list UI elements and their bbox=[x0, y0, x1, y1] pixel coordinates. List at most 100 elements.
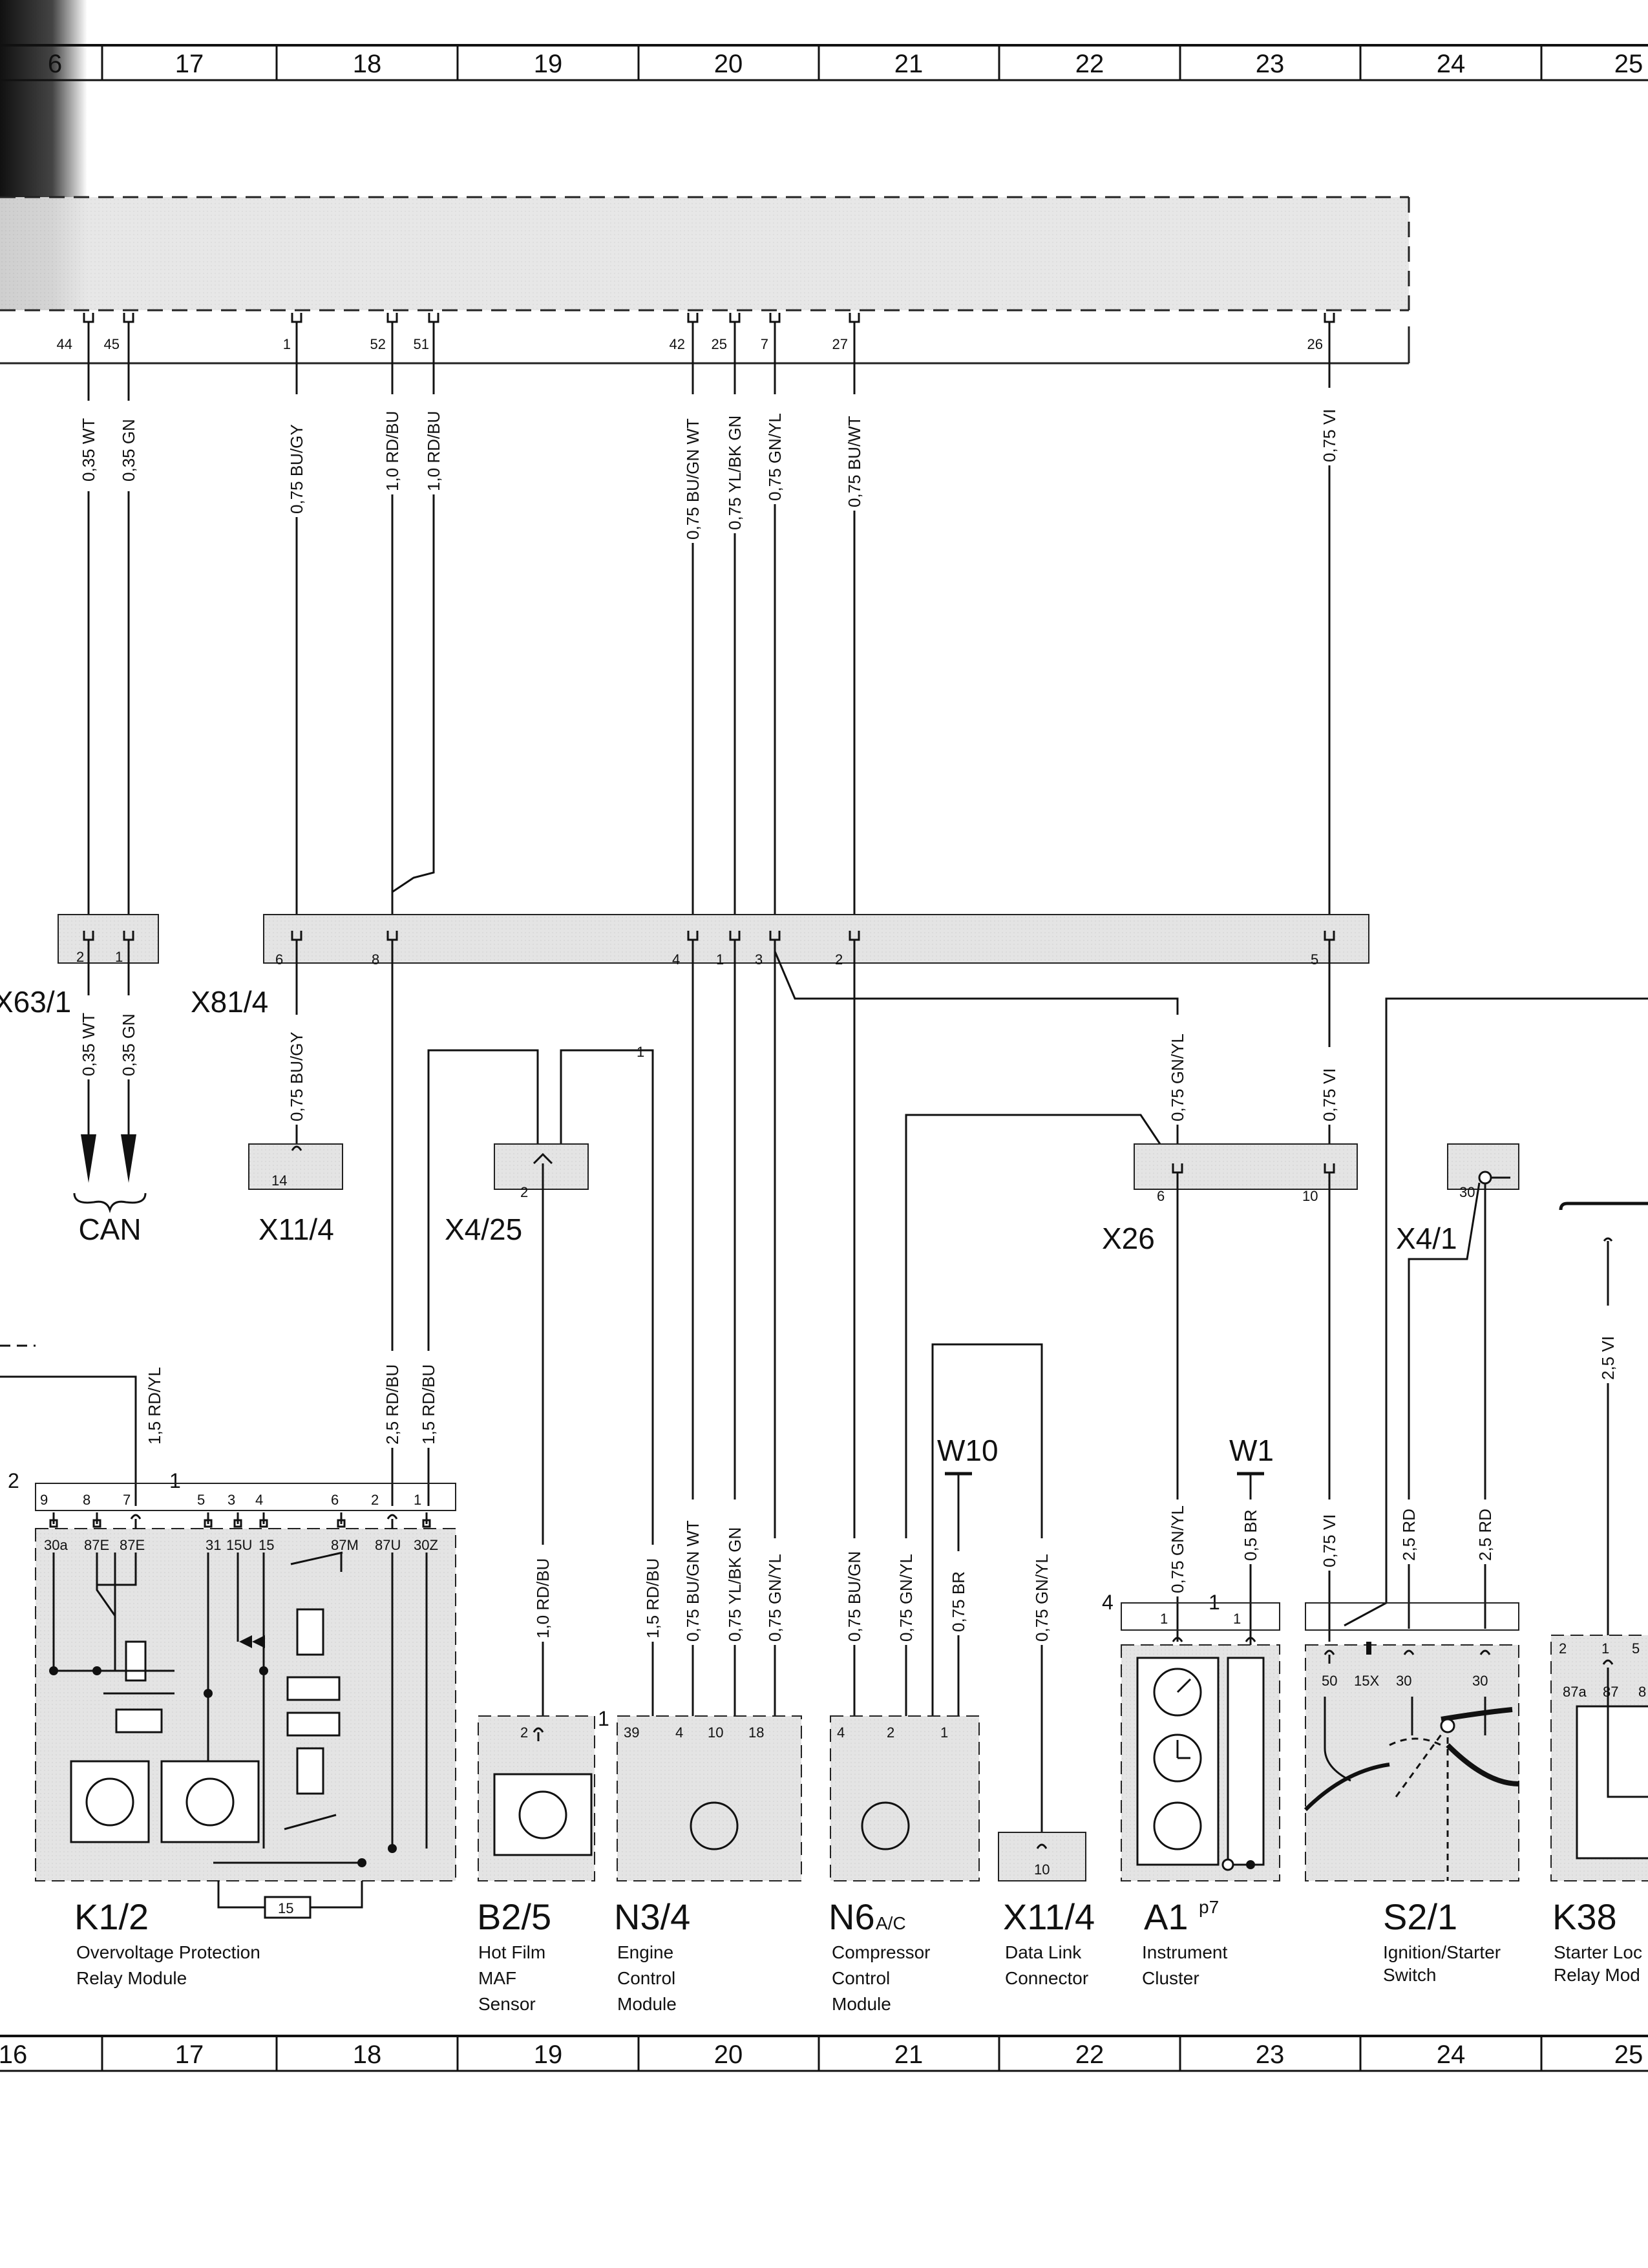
pin-label: 44 bbox=[57, 336, 72, 352]
group-ref: 1 bbox=[637, 1044, 644, 1060]
pin-label: 18 bbox=[748, 1724, 764, 1741]
terminal-label: 30 bbox=[1396, 1673, 1411, 1689]
connector-x26: 6 10 X26 bbox=[905, 1114, 1358, 1642]
component-desc-line: Data Link bbox=[1005, 1942, 1082, 1962]
terminal-label: 15X bbox=[1354, 1673, 1379, 1689]
ground-w10: W10 bbox=[937, 1434, 998, 1476]
terminal-label: 31 bbox=[206, 1537, 221, 1553]
component-desc-line: Connector bbox=[1005, 1968, 1088, 1988]
pin-label: 3 bbox=[755, 951, 763, 968]
component-n3-4: 1 39 4 10 18 N3/4 Engine Control Module bbox=[598, 1707, 802, 2014]
can-label: CAN bbox=[78, 1213, 141, 1246]
wire-label: 0,75 GN/YL bbox=[1168, 1033, 1187, 1121]
wire-label: 0,75 BU/GN WT bbox=[683, 1520, 703, 1642]
component-desc-line: Ignition/Starter bbox=[1383, 1942, 1501, 1962]
wire-label: 0,75 BU/GN WT bbox=[683, 418, 703, 540]
pin-label: 5 bbox=[1311, 951, 1318, 968]
pin-label: 5 bbox=[197, 1492, 205, 1508]
component-k38: 2 1 5 87a 87 8 K38 Starter Loc Relay Mod bbox=[1550, 1635, 1648, 1985]
grid-num-top-23: 23 bbox=[1256, 50, 1285, 78]
pin-label: 2 bbox=[1559, 1640, 1567, 1657]
component-desc-line: Relay Module bbox=[76, 1968, 187, 1988]
pin-label: 6 bbox=[331, 1492, 339, 1508]
top-connector-pins: 44 45 1 52 51 42 25 7 27 26 bbox=[57, 336, 1323, 352]
component-suffix: p7 bbox=[1199, 1897, 1219, 1917]
pin-label: 1 bbox=[1233, 1611, 1241, 1627]
grid-num-top-17: 17 bbox=[175, 50, 204, 78]
component-desc-line: Sensor bbox=[478, 1994, 536, 2014]
grid-num-bottom-24: 24 bbox=[1437, 2040, 1466, 2069]
connector-x81-4: 6 8 4 1 3 2 5 X81/4 bbox=[191, 914, 1369, 1019]
k1-2-internal-circuit bbox=[52, 1551, 428, 1919]
pin-label: 52 bbox=[370, 336, 386, 352]
grid-num-bottom-first: 16 bbox=[0, 2040, 27, 2069]
pin-label: 1 bbox=[414, 1492, 421, 1508]
component-desc-line: Hot Film bbox=[478, 1942, 545, 1962]
grid-num-top-22: 22 bbox=[1075, 50, 1104, 78]
component-code: N6 bbox=[829, 1896, 875, 1937]
wire-label: 0,35 WT bbox=[79, 418, 98, 482]
grid-num-top-25: 25 bbox=[1614, 50, 1643, 78]
wire-label: 1,5 RD/BU bbox=[419, 1364, 438, 1445]
wire-label: 0,75 YL/BK GN bbox=[725, 1527, 745, 1642]
wire-labels-upper: 0,35 WT 0,35 GN 0,75 BU/GY 1,0 RD/BU 1,0… bbox=[79, 388, 1339, 543]
connector-x4-25: 2 X4/25 1 bbox=[427, 1044, 654, 1719]
wire-label: 0,35 GN bbox=[119, 419, 138, 482]
wires-k1-2-feed bbox=[0, 951, 430, 1506]
component-desc-line: Switch bbox=[1383, 1965, 1436, 1985]
connector-name: X63/1 bbox=[0, 985, 71, 1019]
component-desc-line: Engine bbox=[617, 1942, 673, 1962]
pin-label: 2 bbox=[520, 1724, 528, 1741]
ground-w1: W1 bbox=[1229, 1434, 1274, 1476]
component-s2-1: 50 15X 30 30 S2/1 Ignition/Starter Switc… bbox=[1304, 1602, 1519, 1985]
wire-label: 0,75 VI bbox=[1320, 1514, 1339, 1567]
grid-num-bottom-19: 19 bbox=[534, 2040, 563, 2069]
top-connector-pin-symbols bbox=[83, 313, 1335, 334]
component-code: K1/2 bbox=[74, 1896, 149, 1937]
connector-name: X81/4 bbox=[191, 985, 268, 1019]
pin-label: 26 bbox=[1307, 336, 1323, 352]
top-connector-band bbox=[0, 196, 1410, 365]
wire-label: 1,0 RD/BU bbox=[424, 411, 443, 491]
pin-label: 1 bbox=[115, 949, 123, 965]
grid-num-bottom-25: 25 bbox=[1614, 2040, 1643, 2069]
pin-label: 6 bbox=[1157, 1188, 1165, 1204]
wire-label: 1,0 RD/BU bbox=[533, 1558, 553, 1638]
pin-label: 3 bbox=[227, 1492, 235, 1508]
component-desc-line: Instrument bbox=[1142, 1942, 1227, 1962]
pin-label: 30 bbox=[1459, 1184, 1475, 1200]
grid-num-top-19: 19 bbox=[534, 50, 563, 78]
component-code: N3/4 bbox=[614, 1896, 690, 1937]
wire-label: 0,75 GN/YL bbox=[765, 413, 785, 501]
terminal-label: 15 bbox=[259, 1537, 274, 1553]
connector-name: X4/1 bbox=[1396, 1222, 1457, 1255]
wire-labels-lower: 0,75 GN/YL 0,5 BR 0,75 VI 2,5 RD 2,5 RD … bbox=[533, 1500, 1495, 1645]
pin-label: 27 bbox=[832, 336, 848, 352]
terminal-label: 30 bbox=[1472, 1673, 1488, 1689]
pin-label: 1 bbox=[1601, 1640, 1609, 1657]
pin-label: 4 bbox=[672, 951, 680, 968]
sheet-ref: 2 bbox=[8, 1469, 19, 1492]
pin-label: 2 bbox=[887, 1724, 894, 1741]
pin-label: 1 bbox=[283, 336, 291, 352]
connector-name: X26 bbox=[1102, 1222, 1155, 1255]
wire-label: 0,75 BR bbox=[949, 1571, 968, 1632]
pin-label: 10 bbox=[1302, 1188, 1318, 1204]
terminal-label: 87a bbox=[1563, 1684, 1587, 1700]
terminal-label: 87U bbox=[375, 1537, 401, 1553]
grid-num-top-20: 20 bbox=[714, 50, 743, 78]
wire-label: 0,75 BU/GN bbox=[845, 1551, 864, 1642]
grid-num-bottom-23: 23 bbox=[1256, 2040, 1285, 2069]
grid-num-top-24: 24 bbox=[1437, 50, 1466, 78]
can-arrows: CAN bbox=[73, 1134, 147, 1246]
ground-label: W10 bbox=[937, 1434, 998, 1467]
wire-label: 2,5 RD/BU bbox=[383, 1364, 402, 1445]
component-desc-line: Compressor bbox=[832, 1942, 930, 1962]
wire-label: 0,75 BU/WT bbox=[845, 416, 864, 507]
wire-labels-k1-2: 1,5 RD/YL 2,5 RD/BU 1,5 RD/BU bbox=[145, 1351, 438, 1448]
wire-label: 2,5 VI bbox=[1598, 1336, 1618, 1380]
wire-label: 1,0 RD/BU bbox=[383, 411, 402, 491]
component-code: B2/5 bbox=[477, 1896, 551, 1937]
pin-label: 4 bbox=[837, 1724, 845, 1741]
pin-label: 10 bbox=[708, 1724, 723, 1741]
